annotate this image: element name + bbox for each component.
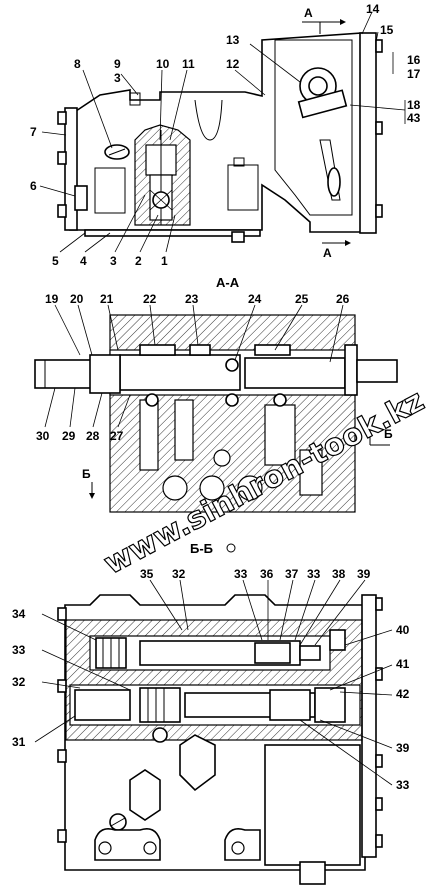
callout: 3 xyxy=(114,71,121,85)
callout: 11 xyxy=(182,57,195,71)
callout: 37 xyxy=(285,567,299,581)
callout: 33 xyxy=(307,567,321,581)
callout: 13 xyxy=(226,33,240,47)
section-bb xyxy=(34,543,393,885)
callout: 26 xyxy=(336,292,350,306)
callout: 29 xyxy=(62,429,76,443)
callout: 30 xyxy=(36,429,50,443)
callout: 32 xyxy=(172,567,186,581)
callout: 33 xyxy=(396,778,410,792)
callout: 39 xyxy=(396,741,410,755)
callout: 5 xyxy=(52,254,59,268)
callout: 43 xyxy=(407,111,421,125)
callout: 31 xyxy=(12,735,26,749)
callout: 40 xyxy=(396,623,410,637)
callout: 18 xyxy=(407,98,421,112)
callout: 2 xyxy=(135,254,142,268)
callout: 1 xyxy=(161,254,168,268)
view-main xyxy=(39,11,406,253)
callout: 33 xyxy=(234,567,248,581)
callout: 9 xyxy=(114,57,121,71)
callout: 4 xyxy=(80,254,87,268)
callout: 12 xyxy=(226,57,240,71)
callout: 7 xyxy=(30,125,37,139)
callout: 6 xyxy=(30,179,37,193)
callout: 10 xyxy=(156,57,170,71)
callout: 20 xyxy=(70,292,84,306)
section-aa xyxy=(34,304,398,513)
callout: 16 xyxy=(407,53,421,67)
callout: 27 xyxy=(110,429,124,443)
callout: 34 xyxy=(12,607,26,621)
callout: 38 xyxy=(332,567,346,581)
callout: 19 xyxy=(45,292,59,306)
section-title-aa: А-А xyxy=(216,275,240,290)
callout: 35 xyxy=(140,567,154,581)
callout: 22 xyxy=(143,292,157,306)
callout: 21 xyxy=(100,292,114,306)
callout: 39 xyxy=(357,567,371,581)
cut-mark: А xyxy=(304,6,313,20)
cut-mark: А xyxy=(323,246,332,260)
callout: 23 xyxy=(185,292,199,306)
callout: 42 xyxy=(396,687,410,701)
section-title-bb: Б-Б xyxy=(190,541,213,556)
cut-mark: Б xyxy=(384,427,393,441)
callout: 25 xyxy=(295,292,309,306)
view-main-labels: А А 14 15 16 17 13 9 3 10 11 12 8 18 43 … xyxy=(30,2,421,268)
callout: 32 xyxy=(12,675,26,689)
callout: 36 xyxy=(260,567,274,581)
callout: 3 xyxy=(110,254,117,268)
cut-mark: Б xyxy=(82,467,91,481)
callout: 33 xyxy=(12,643,26,657)
callout: 41 xyxy=(396,657,410,671)
callout: 17 xyxy=(407,67,421,81)
callout: 24 xyxy=(248,292,262,306)
callout: 28 xyxy=(86,429,100,443)
section-bb-labels: Б-Б 35 32 33 36 37 33 38 39 34 40 33 41 … xyxy=(12,541,410,792)
callout: 8 xyxy=(74,57,81,71)
callout: 14 xyxy=(366,2,380,16)
section-aa-labels: А-А Б Б 19 20 21 22 23 24 25 26 30 29 28… xyxy=(36,275,393,481)
callout: 15 xyxy=(380,23,394,37)
